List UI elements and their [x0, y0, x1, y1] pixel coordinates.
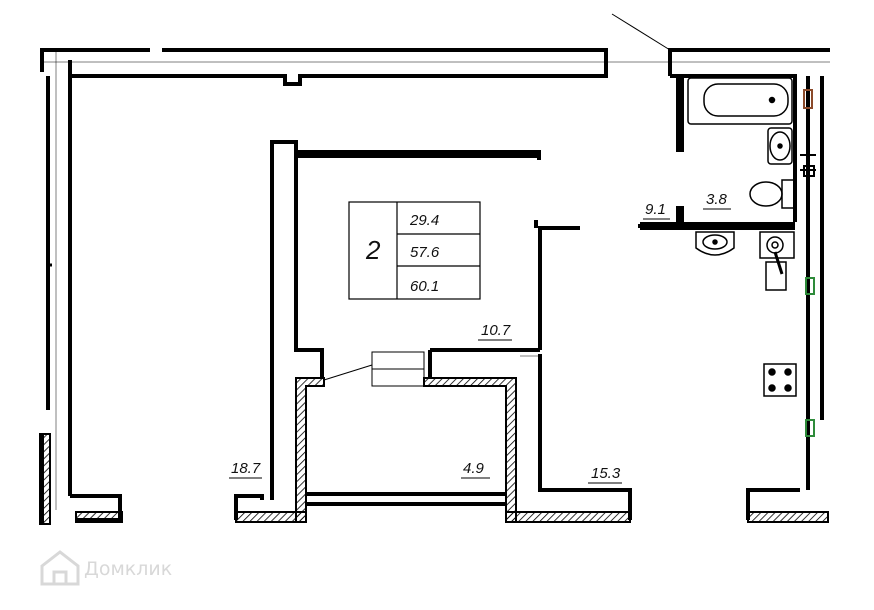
bathroom-left-wall — [676, 78, 684, 152]
summary-table — [348, 201, 481, 300]
domclick-logo-icon — [40, 550, 80, 586]
partition-walls — [270, 140, 540, 500]
bathtub — [687, 77, 793, 125]
total-area-balcony-value: 60.1 — [410, 278, 439, 295]
room-area-bedroom: 18.7 — [231, 460, 261, 477]
rooms-count: 2 — [365, 235, 381, 265]
exterior-wall-top — [40, 48, 608, 86]
wall-stub — [537, 150, 541, 160]
room-area-bathroom: 3.8 — [706, 191, 728, 208]
room-area-living: 10.7 — [481, 322, 511, 339]
total-area-value: 57.6 — [410, 244, 440, 261]
kitchen-sink — [759, 231, 795, 291]
corridor-sink — [695, 231, 735, 256]
window-markers — [803, 89, 815, 437]
kitchen-stove — [763, 363, 797, 397]
axis-lines — [40, 50, 830, 510]
room-area-hall: 4.9 — [463, 460, 485, 477]
leader-line — [611, 13, 671, 51]
entry-door — [323, 351, 425, 387]
toilet — [749, 179, 795, 209]
bathroom-bottom-wall — [640, 222, 795, 230]
bathroom-door-jamb — [676, 206, 684, 226]
right-wall-ticks — [800, 154, 816, 177]
living-area-value: 29.4 — [409, 212, 439, 229]
living-top-wall — [298, 150, 538, 158]
watermark-text: Домклик — [84, 558, 172, 580]
bathroom-sink — [767, 127, 793, 165]
exterior-wall-bottom — [70, 354, 800, 522]
kitchen-walls — [534, 220, 690, 350]
room-area-corridor: 9.1 — [645, 201, 666, 218]
room-area-kitchen: 15.3 — [591, 465, 621, 482]
